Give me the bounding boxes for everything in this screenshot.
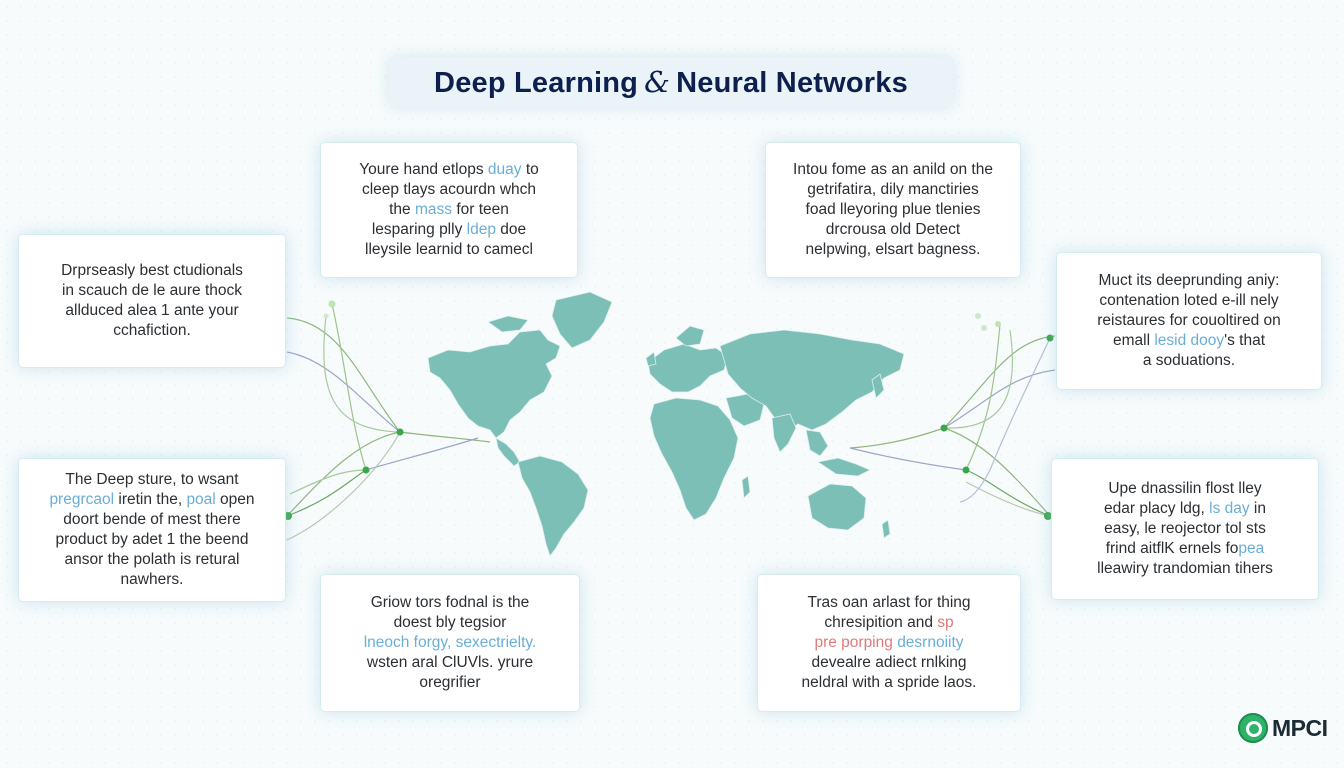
continent-india xyxy=(771,413,797,453)
card-text: Muct its deeprunding aniy: contenation l… xyxy=(1097,272,1281,369)
continent-greenland xyxy=(551,291,613,349)
continent-north-america xyxy=(427,329,561,439)
card-text: Griow tors fodnal is the doest bly tegsi… xyxy=(363,594,537,691)
connector-line xyxy=(365,437,479,471)
continent-australia xyxy=(807,483,867,531)
connector-line xyxy=(965,469,1051,517)
node-dot xyxy=(396,428,404,436)
info-card-bottom-right: Tras oan arlast for thing chresipition a… xyxy=(757,574,1021,712)
continent-new-zealand xyxy=(881,519,891,539)
title-text-after: Neural Networks xyxy=(676,66,908,99)
info-card-right-top: Muct its deeprunding aniy: contenation l… xyxy=(1056,252,1322,390)
title-ampersand: & xyxy=(644,64,671,99)
world-map xyxy=(427,291,905,557)
card-text: The Deep sture, to wsant pregrcaol ireti… xyxy=(49,471,255,588)
connector-nodes xyxy=(284,300,1054,520)
continent-africa xyxy=(649,397,739,521)
card-text: Tras oan arlast for thing chresipition a… xyxy=(801,594,977,691)
node-dot xyxy=(362,466,370,474)
continent-north-america-arctic xyxy=(487,315,529,333)
connector-line xyxy=(286,431,401,541)
connector-line xyxy=(289,469,367,495)
connector-line xyxy=(943,369,1056,429)
node-dot xyxy=(323,313,329,319)
node-dot xyxy=(1046,334,1054,342)
connector-line xyxy=(286,351,401,433)
connector-line xyxy=(849,335,1056,449)
connector-line xyxy=(965,481,1051,517)
logo-text: MPCI xyxy=(1272,714,1328,741)
continent-south-america xyxy=(517,455,589,557)
connector-lines xyxy=(286,303,1056,541)
continent-uk xyxy=(645,351,657,367)
node-dot xyxy=(940,424,948,432)
node-dot xyxy=(981,325,987,331)
node-dot xyxy=(328,300,336,308)
card-text: Intou fome as an anild on the getrifatir… xyxy=(793,161,993,258)
connector-line xyxy=(959,337,1051,503)
title-text-before: Deep Learning xyxy=(434,66,639,99)
node-dot xyxy=(1044,512,1052,520)
continent-indonesia xyxy=(816,457,871,477)
connector-line xyxy=(849,447,967,471)
info-card-bottom-left: Griow tors fodnal is the doest bly tegsi… xyxy=(320,574,580,712)
info-card-top-left: Youre hand etlops duay to cleep tlays ac… xyxy=(320,142,578,278)
node-dot xyxy=(995,321,1001,327)
page-title: Deep Learning&Neural Networks xyxy=(434,65,908,100)
connector-line xyxy=(286,431,401,517)
continent-central-america xyxy=(495,437,521,467)
card-text: Drprseasly best ctudionals in scauch de … xyxy=(61,262,243,339)
connector-line xyxy=(323,315,401,433)
node-dot xyxy=(975,313,981,319)
connector-line xyxy=(965,323,1001,471)
info-card-left-top: Drprseasly best ctudionals in scauch de … xyxy=(18,234,286,368)
title-banner: Deep Learning&Neural Networks xyxy=(389,57,953,107)
connector-line xyxy=(943,329,1014,429)
connector-line xyxy=(943,427,1051,517)
logo-mark-icon xyxy=(1238,713,1268,743)
connector-line xyxy=(286,469,367,517)
node-dot xyxy=(284,512,292,520)
continent-madagascar xyxy=(741,475,751,499)
info-card-left-bottom: The Deep sture, to wsant pregrcaol ireti… xyxy=(18,458,286,602)
continent-europe xyxy=(647,343,729,393)
continent-japan xyxy=(871,373,885,399)
connector-line xyxy=(331,303,367,471)
node-dot xyxy=(962,466,970,474)
continent-asia xyxy=(719,329,905,433)
connector-line xyxy=(286,317,491,443)
card-text: Upe dnassilin flost lley edar placy ldg,… xyxy=(1097,480,1273,577)
continent-scandinavia xyxy=(675,325,705,347)
card-text: Youre hand etlops duay to cleep tlays ac… xyxy=(359,161,539,258)
continent-southeast-asia xyxy=(805,429,829,457)
brand-logo: MPCI xyxy=(1238,713,1328,743)
info-card-top-right: Intou fome as an anild on the getrifatir… xyxy=(765,142,1021,278)
info-card-right-bottom: Upe dnassilin flost lley edar placy ldg,… xyxy=(1051,458,1319,600)
